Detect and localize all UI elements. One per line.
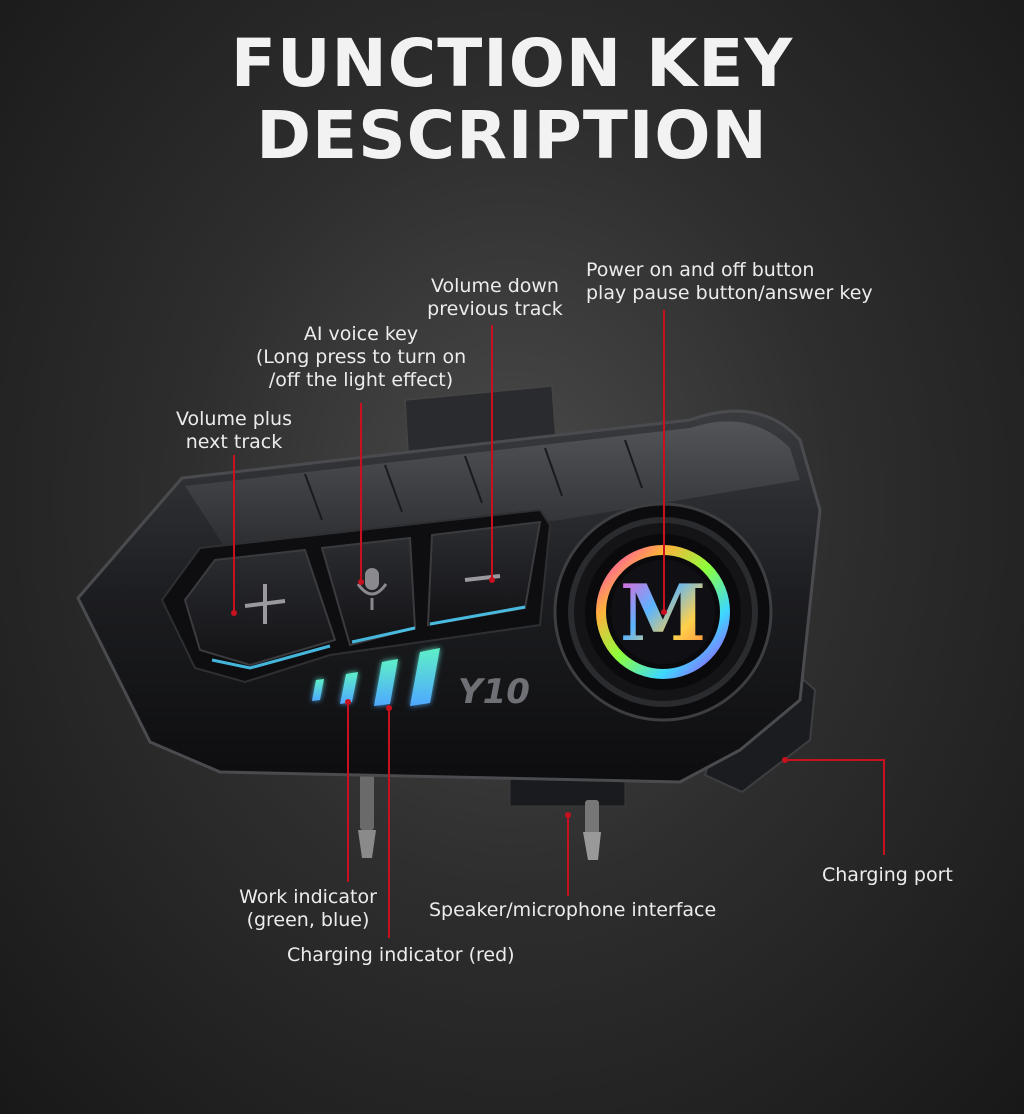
callout-ai-voice-line2: (Long press to turn on: [255, 346, 467, 368]
callout-ai-voice-line1: AI voice key: [303, 323, 419, 345]
callout-speaker-mic-text: Speaker/microphone interface: [429, 899, 717, 921]
callout-charging-port: Charging port: [822, 864, 953, 887]
callout-ai-voice: AI voice key (Long press to turn on /off…: [250, 323, 472, 392]
title-line-2: DESCRIPTION: [256, 97, 768, 174]
ai-voice-key: [320, 536, 417, 647]
callout-speaker-mic: Speaker/microphone interface: [429, 899, 716, 922]
volume-plus-key: [183, 548, 337, 670]
leader-lines: [233, 310, 885, 938]
callout-power: Power on and off button play pause butto…: [586, 259, 873, 305]
callout-volume-plus-line1: Volume plus: [176, 408, 292, 430]
callout-charging-indicator: Charging indicator (red): [287, 944, 515, 967]
callout-volume-down-line1: Volume down: [431, 275, 559, 297]
callout-volume-plus: Volume plus next track: [160, 408, 308, 454]
callout-work-indicator-line1: Work indicator: [239, 886, 377, 908]
callout-charging-indicator-text: Charging indicator (red): [287, 944, 515, 966]
leader-dots: [231, 577, 788, 818]
led-bars: [312, 648, 440, 706]
callout-volume-plus-line2: next track: [185, 431, 283, 453]
callout-work-indicator-line2: (green, blue): [246, 909, 370, 931]
callout-work-indicator: Work indicator (green, blue): [228, 886, 388, 932]
callout-power-line1: Power on and off button: [586, 259, 815, 281]
model-text: Y10: [458, 672, 530, 712]
callout-charging-port-text: Charging port: [822, 864, 953, 886]
page-title: FUNCTION KEY DESCRIPTION: [0, 28, 1024, 172]
callout-volume-down: Volume down previous track: [420, 275, 570, 321]
callout-volume-down-line2: previous track: [427, 298, 563, 320]
bottom-pins: [358, 769, 626, 860]
title-line-1: FUNCTION KEY: [230, 25, 794, 102]
callout-power-line2: play pause button/answer key: [586, 282, 873, 304]
volume-down-key: [426, 520, 542, 627]
callout-ai-voice-line3: /off the light effect): [268, 369, 454, 391]
